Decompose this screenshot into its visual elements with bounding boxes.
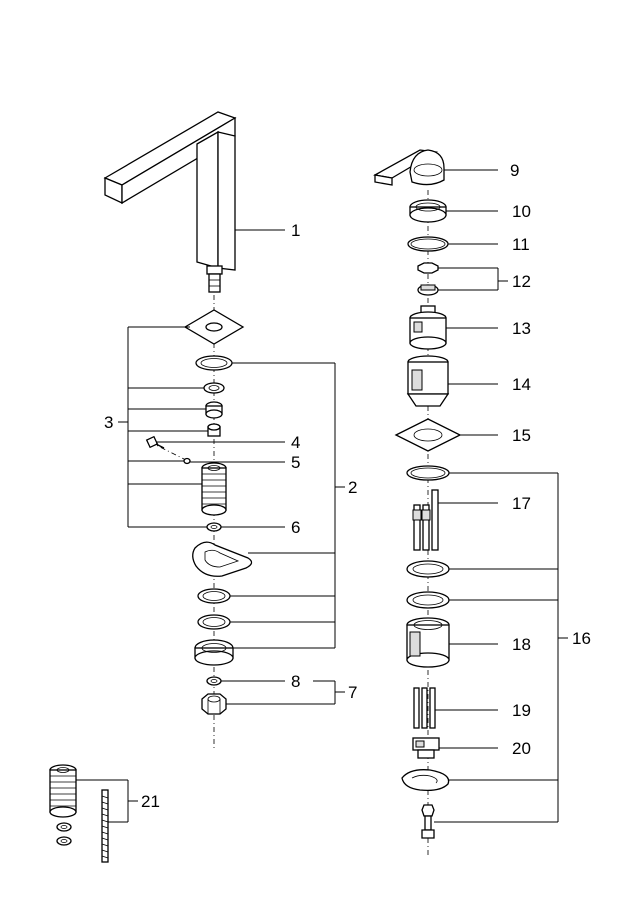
label-10: 10 [512,202,531,221]
label-9: 9 [510,161,519,180]
label-5: 5 [291,453,300,472]
part-4-screw [145,435,191,463]
leader-lines-right [434,169,568,823]
part-5-pin [183,457,191,465]
label-21: 21 [141,792,160,811]
part-20-fitting [412,737,440,759]
label-12: 12 [512,272,531,291]
label-14: 14 [512,375,531,394]
part-ring-b-left [197,614,231,630]
part-16-stud [421,804,435,839]
part-9-handle [373,149,445,186]
part-11-o-ring [407,236,449,252]
part-18-body [406,617,450,668]
part-14-sleeve [406,355,450,407]
part-bushing-left [207,423,221,437]
part-10-cap-ring [409,199,447,223]
part-13-cartridge [409,305,447,350]
label-17: 17 [512,494,531,513]
part-8-seal [206,676,222,686]
label-4: 4 [291,433,300,452]
part-16-ring-b [406,591,450,609]
label-7: 7 [348,683,357,702]
label-13: 13 [512,319,531,338]
label-1: 1 [291,221,300,240]
part-16-clamp-plate [401,769,450,792]
part-16-ring-a [406,560,450,578]
part-small-washer-left [203,382,225,394]
label-16: 16 [572,629,591,648]
part-21-washer-a [56,822,72,832]
part-horseshoe-plate [192,541,253,577]
part-17-hoses [412,489,439,551]
label-19: 19 [512,701,531,720]
label-6: 6 [291,518,300,537]
part-nut-left [205,401,223,419]
label-3: 3 [104,413,113,432]
part-15-rosette [394,418,462,452]
part-21-threaded-rod [101,789,109,863]
part-21-washer-b [56,836,72,846]
part-large-o-ring-left [195,355,233,371]
part-number-labels: 1 2 3 4 5 6 7 8 9 10 11 12 13 14 15 16 1… [104,161,591,811]
label-2: 2 [348,478,357,497]
part-fixing-nut-left [194,639,234,666]
label-20: 20 [512,739,531,758]
part-ring-a-left [197,588,231,604]
label-18: 18 [512,635,531,654]
label-8: 8 [291,672,300,691]
leader-lines-left [76,229,345,823]
part-1-spout [103,111,237,293]
part-16-o-ring-top [406,465,450,481]
part-19-connection-pipes [413,687,436,729]
part-threaded-tube-left [201,462,227,516]
part-6-washer [206,522,222,532]
part-hex-nut-7 [201,693,227,715]
label-11: 11 [512,235,530,254]
part-square-rosette-left [183,309,245,345]
label-15: 15 [512,426,531,445]
part-21-threaded-tube [49,764,77,818]
